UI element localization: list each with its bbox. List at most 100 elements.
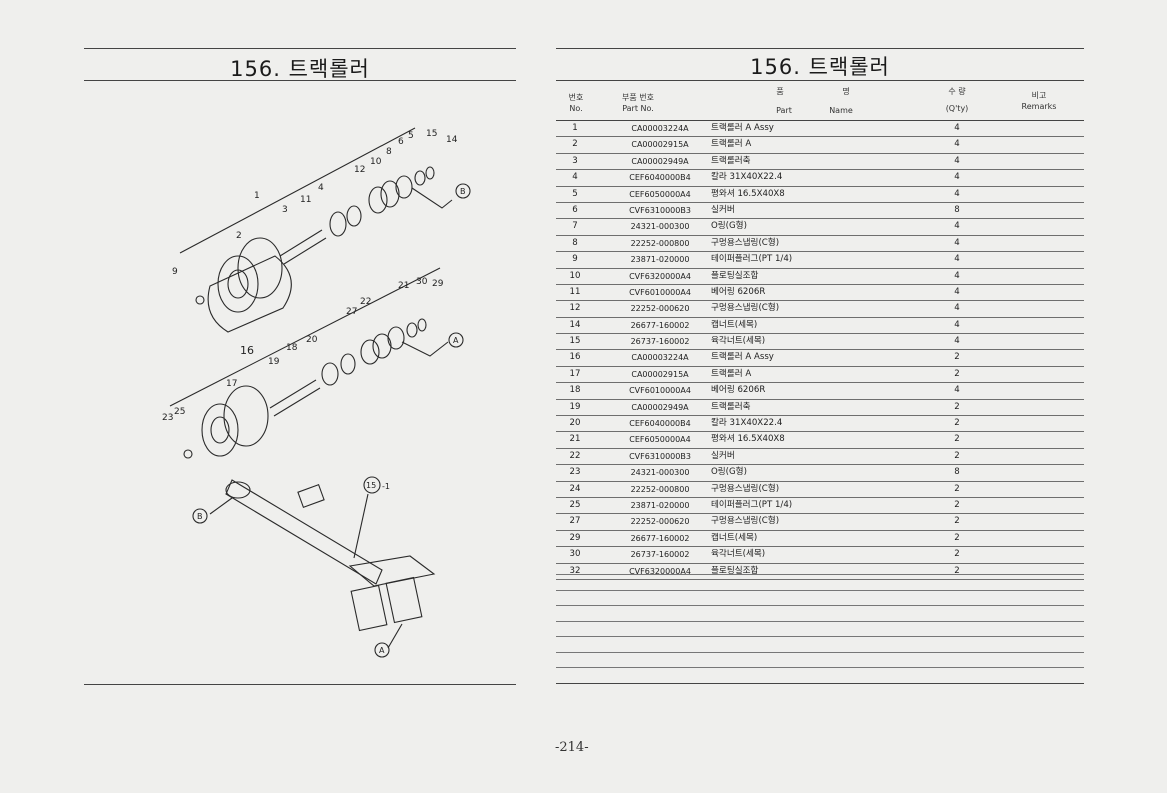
callout-a-circle <box>374 642 390 658</box>
quantity-cell: 2 <box>954 368 960 379</box>
roller-flange <box>217 255 259 313</box>
part-label: 20 <box>306 335 318 345</box>
track-frame <box>348 555 436 587</box>
quantity-cell: 2 <box>954 532 960 543</box>
quantity-cell: 8 <box>954 467 960 478</box>
quantity-cell: 4 <box>954 385 960 396</box>
part-number-cell: 23 <box>569 467 581 478</box>
part-name-cell: 베어링 6206R <box>711 286 766 297</box>
part-code-cell: CEF6050000A4 <box>629 189 691 199</box>
part-number-cell: 3 <box>572 155 578 166</box>
callout-b-label: B <box>460 187 466 196</box>
track-frame <box>225 479 383 585</box>
part-label: 27 <box>346 307 357 317</box>
part-code-cell: CA00002949A <box>631 156 689 166</box>
part-number-cell: 14 <box>569 319 581 330</box>
header-remarks: 비고 Remarks <box>1021 91 1057 111</box>
quantity-cell: 2 <box>954 516 960 527</box>
shaft <box>273 387 321 417</box>
roller-hub <box>210 416 230 444</box>
part-code-cell: 23871-020000 <box>630 500 690 510</box>
quantity-cell: 2 <box>954 483 960 494</box>
part-number-cell: 1 <box>572 123 578 133</box>
part-number-cell: 9 <box>572 254 578 265</box>
exploded-parts-diagram: 1 2 3 4 5 6 8 9 10 11 12 14 15 16 17 18 … <box>162 127 471 658</box>
quantity-cell: 4 <box>954 336 960 347</box>
part-number-cell: 11 <box>569 286 581 297</box>
part-name-cell: 트랙롤러 A <box>711 139 752 150</box>
part-code-cell: 22252-000620 <box>630 517 690 527</box>
part-label: 3 <box>282 205 288 215</box>
callout-leader <box>353 493 369 559</box>
frame-block <box>350 584 388 632</box>
part-label: 5 <box>408 131 414 141</box>
seal-ring <box>368 186 388 214</box>
quantity-cell: 2 <box>954 418 960 429</box>
roller-flange <box>201 403 239 457</box>
part-number-cell: 18 <box>569 385 581 396</box>
cap-nut <box>425 166 435 180</box>
part-label: 9 <box>172 267 178 277</box>
part-name-cell: 베어링 6206R <box>711 385 766 396</box>
part-name-cell: 칼라 31X40X22.4 <box>711 418 783 429</box>
part-label: 2 <box>236 231 242 241</box>
right-top-rule <box>556 48 1084 49</box>
part-number-cell: 12 <box>569 303 581 314</box>
part-code-cell: 24321-000300 <box>630 222 690 232</box>
part-code-cell: 22252-000620 <box>630 304 690 314</box>
part-number-cell: 27 <box>569 516 581 527</box>
callout-b-circle <box>192 508 208 524</box>
quantity-cell: 2 <box>954 565 960 576</box>
part-label: 22 <box>360 297 371 307</box>
callout-b-label: B <box>197 512 203 521</box>
quantity-cell: 4 <box>954 303 960 314</box>
blank-row-line <box>556 667 1084 668</box>
part-code-cell: CA00002949A <box>631 402 689 412</box>
part-name-cell: 테이퍼플러그(PT 1/4) <box>711 254 793 265</box>
part-code-cell: CEF6050000A4 <box>629 435 691 445</box>
part-code-cell: CVF6320000A4 <box>629 271 691 281</box>
quantity-cell: 2 <box>954 450 960 461</box>
part-name-cell: 구멍용스냅링(C형) <box>711 483 780 494</box>
part-number-cell: 25 <box>569 499 581 510</box>
quantity-cell: 4 <box>954 319 960 330</box>
part-name-cell: 육각너트(세목) <box>711 336 766 347</box>
callout-15-label: 15 <box>366 481 376 490</box>
part-name-cell: 트랙롤러축 <box>711 401 751 412</box>
part-number-cell: 20 <box>569 418 581 429</box>
nut <box>414 170 426 186</box>
part-name-cell: O링(G형) <box>711 221 747 232</box>
quantity-cell: 4 <box>954 254 960 265</box>
part-label: 16 <box>240 344 254 357</box>
blank-row-line <box>556 605 1084 606</box>
part-label: 4 <box>318 183 324 193</box>
part-label: 15 <box>426 129 437 139</box>
part-number-cell: 22 <box>569 450 581 461</box>
part-code-cell: 26737-160002 <box>630 550 690 560</box>
part-label: 12 <box>354 165 365 175</box>
part-code-cell: CA00003224A <box>631 353 689 363</box>
part-name-cell: 구멍용스냅링(C형) <box>711 237 780 248</box>
part-code-cell: 23871-020000 <box>630 255 690 265</box>
callout-a-label: A <box>453 336 459 345</box>
quantity-cell: 4 <box>954 139 960 150</box>
part-name-cell: 캡너트(세목) <box>711 532 758 543</box>
callout-leader <box>401 341 449 357</box>
part-code-cell: 26677-160002 <box>630 533 690 543</box>
part-name-cell: O링(G형) <box>711 467 747 478</box>
part-name-cell: 트랙롤러 A Assy <box>711 352 774 363</box>
part-label: 29 <box>432 279 444 289</box>
shaft <box>279 229 323 257</box>
seal-ring <box>360 339 380 365</box>
